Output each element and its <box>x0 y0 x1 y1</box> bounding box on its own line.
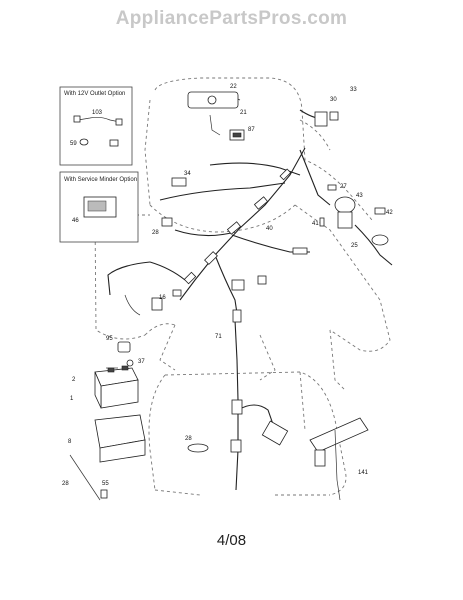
callout-59: 59 <box>70 141 77 147</box>
page-date: 4/08 <box>216 532 247 549</box>
callout-37: 37 <box>138 359 145 365</box>
callout-33: 33 <box>350 87 357 93</box>
inset-box-12v-outlet <box>59 86 133 166</box>
callout-25: 25 <box>351 243 358 249</box>
callout-2: 2 <box>72 377 76 383</box>
callout-1: 1 <box>70 396 74 402</box>
components <box>94 91 389 501</box>
callout-43: 43 <box>356 193 363 199</box>
callout-71: 71 <box>215 334 222 340</box>
callout-55: 55 <box>102 481 109 487</box>
watermark: AppliancePartsPros.com <box>115 8 348 29</box>
mower-outline <box>94 77 391 496</box>
callout-40: 40 <box>266 226 273 232</box>
harness-connectors <box>183 168 308 453</box>
callout-8: 8 <box>68 439 72 445</box>
callout-22: 22 <box>230 84 237 90</box>
callout-28-upper: 28 <box>152 230 159 236</box>
inset-box-service-minder <box>59 171 139 243</box>
callout-34: 34 <box>184 171 191 177</box>
callout-46: 46 <box>72 218 79 224</box>
callout-41: 41 <box>312 221 319 227</box>
callout-103: 103 <box>92 110 103 116</box>
inset-title-12v: With 12V Outlet Option <box>64 91 125 97</box>
inset-title-service: With Service Minder Option <box>64 177 137 183</box>
callout-21: 21 <box>240 110 247 116</box>
callout-30: 30 <box>330 97 337 103</box>
callout-28-left: 28 <box>62 481 69 487</box>
callout-95: 95 <box>106 336 113 342</box>
callout-42: 42 <box>386 210 393 216</box>
callout-27: 27 <box>340 184 347 190</box>
callout-141: 141 <box>358 470 369 476</box>
main-harness <box>69 93 393 501</box>
callout-87: 87 <box>248 127 255 133</box>
callout-16: 16 <box>159 295 166 301</box>
callout-28-lower: 28 <box>185 436 192 442</box>
